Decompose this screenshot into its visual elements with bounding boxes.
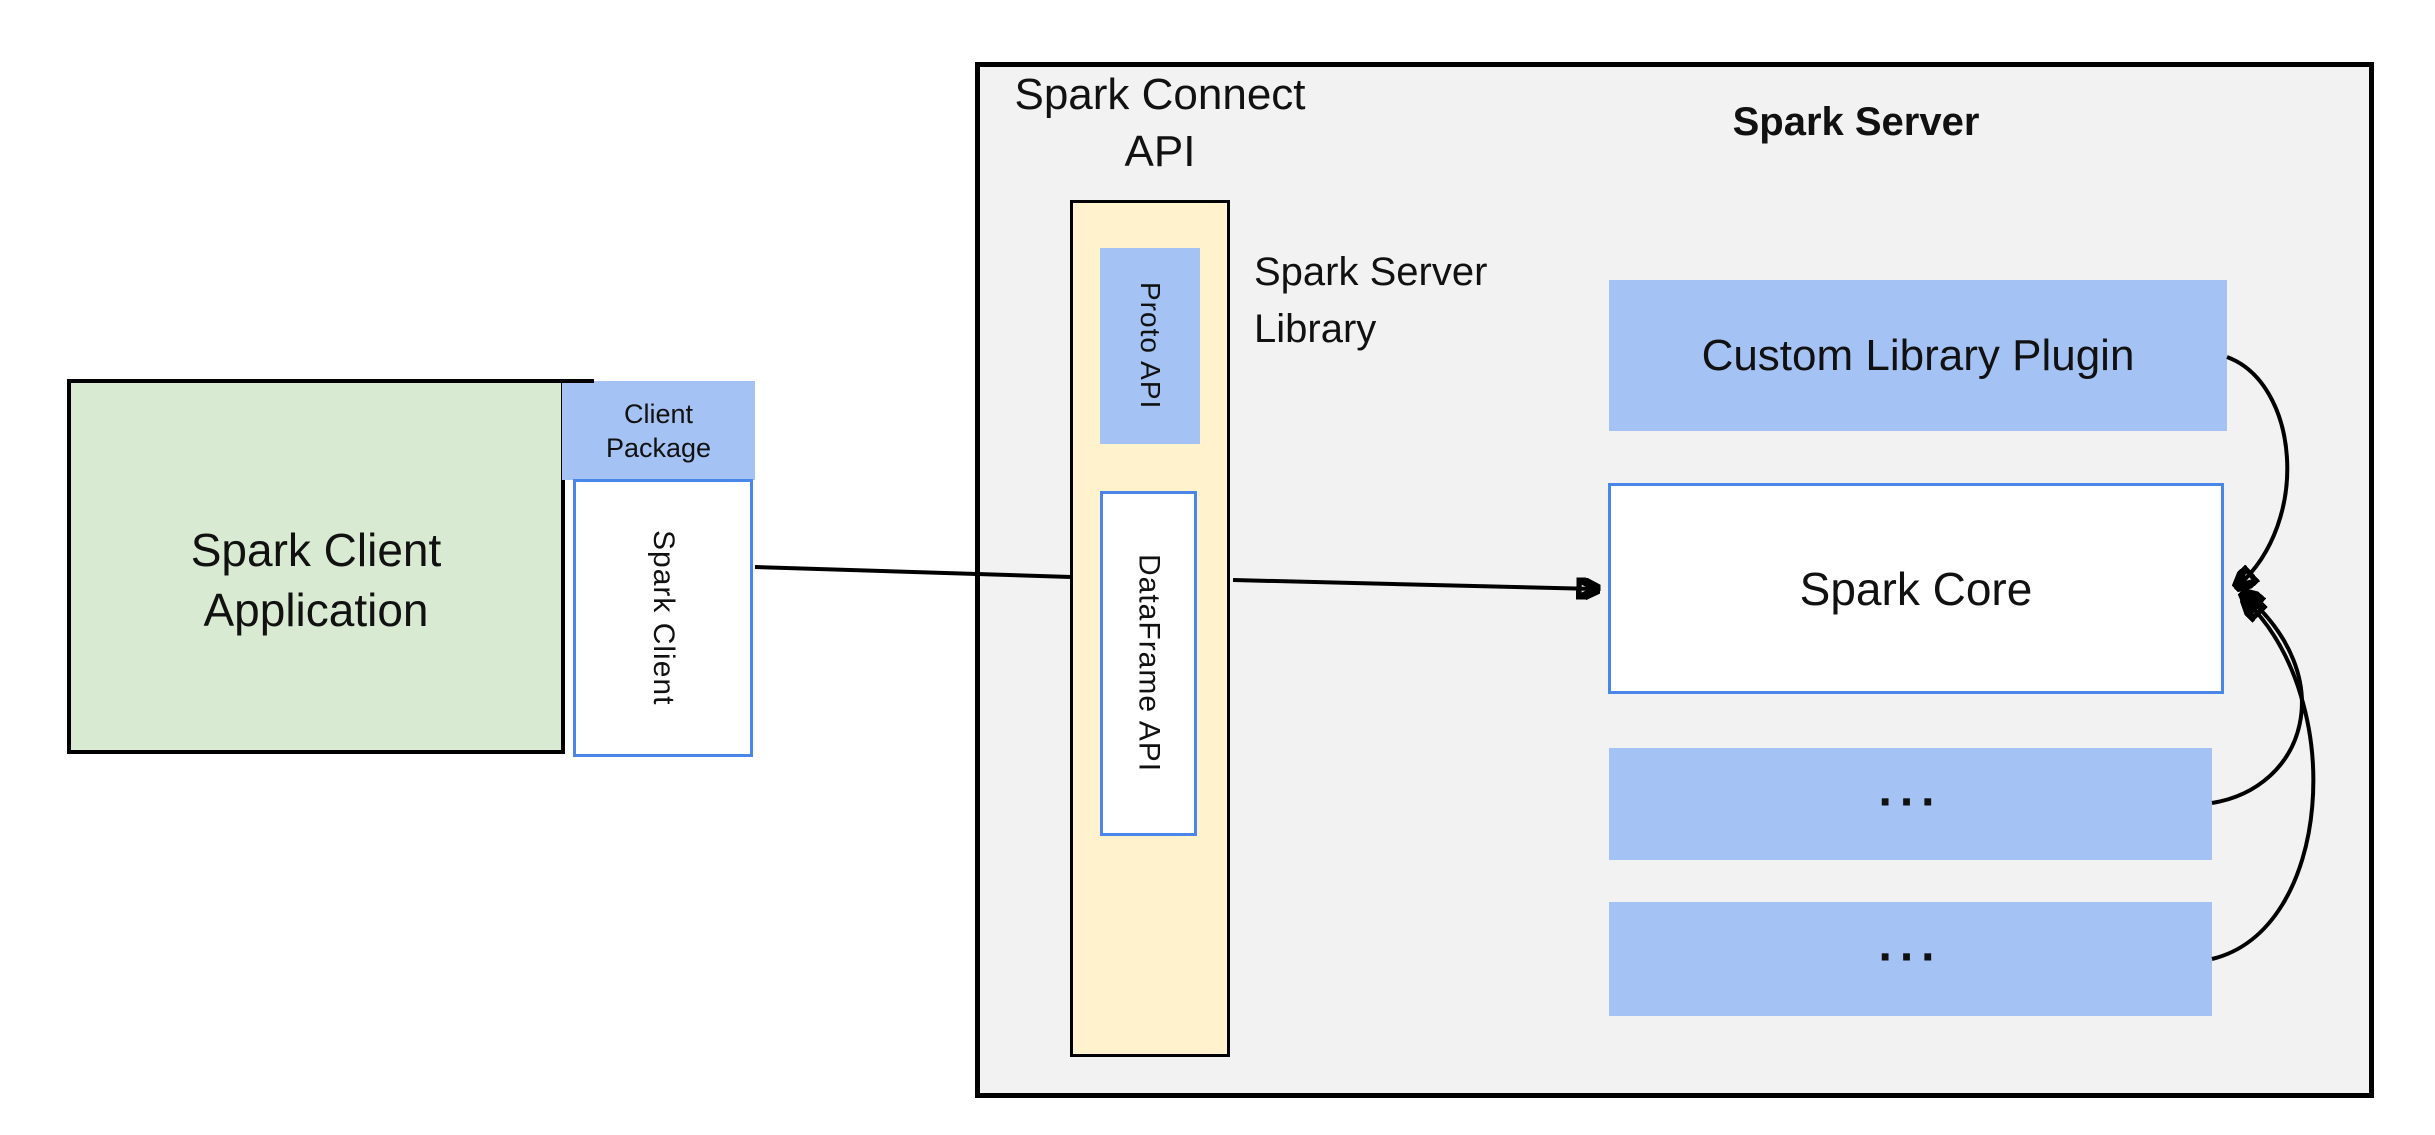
spark-client-application-label-line2: Application xyxy=(203,583,429,636)
spark-connect-api-header-line1: Spark Connect xyxy=(1014,70,1306,119)
server-library-label-line2: Library xyxy=(1254,307,1377,351)
client-package-label: Client Package xyxy=(606,397,711,465)
spark-client-application-label-line1: Spark Client xyxy=(190,523,442,576)
spark-client-label: Spark Client xyxy=(647,530,680,706)
dataframe-api-label: DataFrame API xyxy=(1132,554,1166,773)
plugin-placeholder-2-label: ... xyxy=(1878,918,1943,972)
server-library-label: Spark Server Library xyxy=(1254,244,1584,358)
spark-connect-api-header: Spark Connect API xyxy=(1005,66,1315,180)
spark-client-application-box: Spark Client Application xyxy=(67,379,565,754)
spark-client-box: Spark Client xyxy=(573,479,753,757)
spark-core-box: Spark Core xyxy=(1608,483,2224,694)
client-package-label-line2: Package xyxy=(605,432,712,463)
spark-client-application-label: Spark Client Application xyxy=(191,520,442,640)
spark-connect-api-header-line2: API xyxy=(1124,127,1196,176)
custom-library-plugin-label: Custom Library Plugin xyxy=(1701,330,2135,380)
custom-library-plugin-box: Custom Library Plugin xyxy=(1609,280,2227,431)
proto-api-label: Proto API xyxy=(1135,282,1166,410)
proto-api-box: Proto API xyxy=(1100,248,1200,444)
server-library-label-line1: Spark Server xyxy=(1254,250,1488,294)
dataframe-api-box: DataFrame API xyxy=(1100,491,1197,836)
spark-server-header: Spark Server xyxy=(1732,100,1980,144)
spark-core-label: Spark Core xyxy=(1799,562,2033,615)
client-app-top-border-segment xyxy=(560,379,594,383)
client-package-label-line1: Client xyxy=(623,398,693,429)
plugin-placeholder-1-label: ... xyxy=(1878,763,1943,817)
plugin-placeholder-box-2: ... xyxy=(1609,902,2212,1016)
plugin-placeholder-box-1: ... xyxy=(1609,748,2212,860)
client-package-box: Client Package xyxy=(562,381,755,480)
